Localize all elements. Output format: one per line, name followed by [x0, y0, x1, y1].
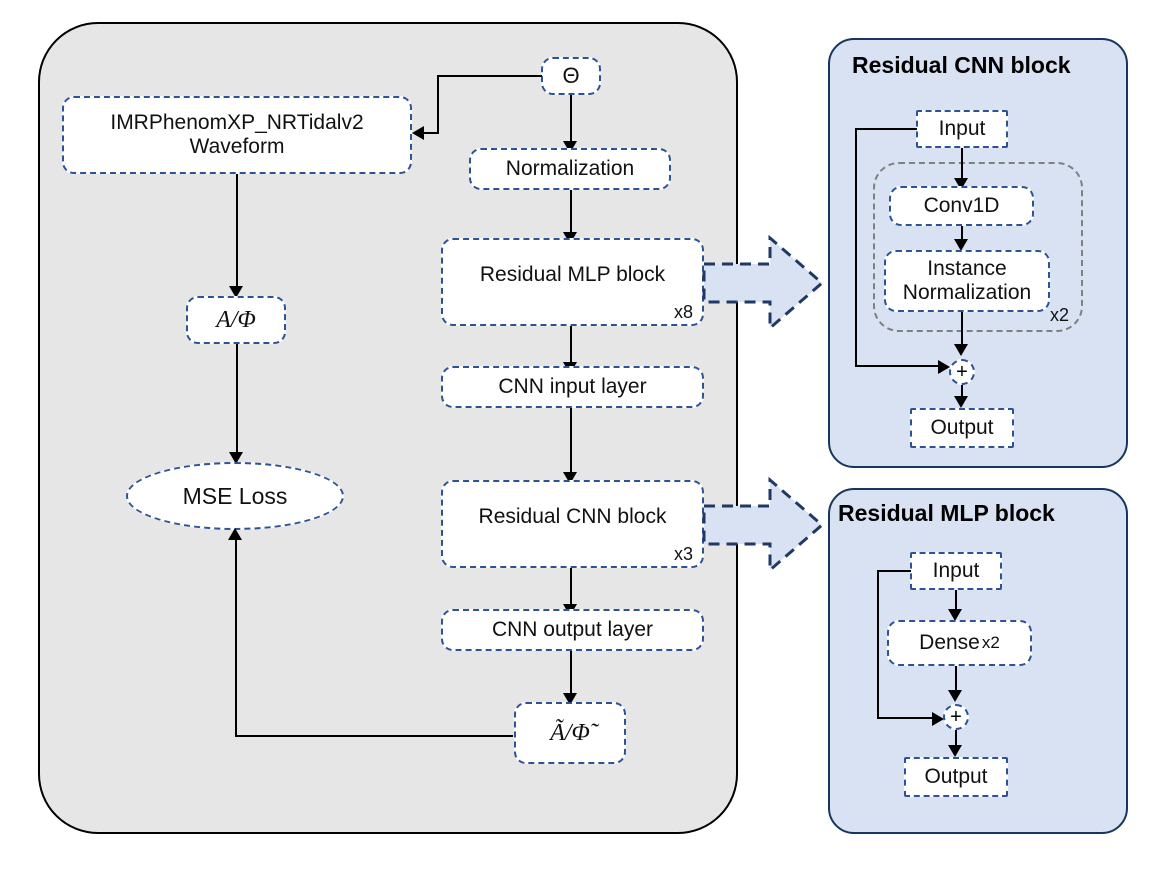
amp-to-loss-line [236, 344, 238, 454]
instance-normalization-label-line1: Instance [927, 257, 1007, 281]
mlp-sum-symbol: + [950, 706, 962, 728]
conv1d-node[interactable]: Conv1D [889, 186, 1034, 226]
cnn-block-to-cnn-output-line [570, 568, 572, 606]
mlp-sum-node[interactable]: + [943, 704, 969, 730]
instance-normalization-node[interactable]: Instance Normalization [884, 250, 1050, 312]
cnn-repeat-group [873, 162, 1083, 332]
dense-node[interactable]: Dense x2 [887, 620, 1032, 666]
mlp-panel-output-label: Output [924, 765, 988, 789]
waveform-to-amp-line [236, 174, 238, 288]
dense-to-sum-arrowhead [948, 690, 962, 702]
cnn-sum-symbol: + [956, 361, 968, 383]
instnorm-to-sum-arrowhead [954, 344, 968, 356]
waveform-label-line2: Waveform [189, 135, 285, 158]
cnn-skip-horizontal-bottom [855, 365, 940, 367]
cnn-panel-output-label: Output [930, 416, 994, 440]
waveform-label-line1: IMRPhenomXP_NRTidalv2 [110, 111, 364, 135]
prediction-feedback-vertical [235, 540, 237, 736]
normalization-to-mlp-line [570, 190, 572, 234]
cnn-output-to-prediction-line [570, 651, 572, 697]
cnn-skip-arrowhead [938, 360, 950, 374]
residual-cnn-block-node[interactable]: Residual CNN block x3 [441, 480, 704, 568]
conv-to-instnorm-arrowhead [954, 239, 968, 251]
conv1d-label: Conv1D [923, 194, 1000, 218]
mlp-panel-input-node[interactable]: Input [910, 552, 1002, 590]
cnn-output-layer-node[interactable]: CNN output layer [441, 609, 704, 651]
mse-loss-label: MSE Loss [182, 482, 288, 509]
residual-cnn-block-label: Residual CNN block [478, 505, 667, 529]
normalization-label: Normalization [505, 157, 635, 181]
waveform-node[interactable]: IMRPhenomXP_NRTidalv2 Waveform [62, 96, 412, 174]
amp-to-loss-arrowhead [229, 452, 243, 464]
mse-loss-node[interactable]: MSE Loss [126, 462, 344, 530]
mlp-skip-horizontal-top [877, 570, 911, 572]
dense-to-sum-line [955, 666, 957, 692]
prediction-feedback-arrowhead [228, 528, 242, 540]
target-amp-phase-label: A/Φ [216, 306, 256, 333]
mlp-input-to-dense-line [955, 590, 957, 612]
theta-to-normalization-line [570, 95, 572, 143]
residual-cnn-block-multiplier: x3 [673, 543, 693, 564]
target-amp-phase-node[interactable]: A/Φ [186, 296, 286, 344]
cnn-input-to-conv-line [961, 148, 963, 180]
mlp-panel-input-label: Input [932, 559, 980, 583]
dense-label: Dense [919, 631, 980, 655]
residual-mlp-block-label: Residual MLP block [479, 263, 666, 287]
mlp-sum-to-output-arrowhead [948, 745, 962, 757]
mlp-skip-vertical [877, 570, 879, 718]
cnn-repeat-group-multiplier: x2 [1050, 305, 1070, 325]
mlp-sum-to-output-line [955, 730, 957, 748]
predicted-amp-phase-node[interactable]: Ã/Φ̃ [514, 702, 626, 764]
residual-mlp-block-node[interactable]: Residual MLP block x8 [441, 238, 704, 326]
mlp-input-to-dense-arrowhead [948, 609, 962, 621]
cnn-skip-vertical [855, 128, 857, 366]
cnn-input-to-cnn-block-line [570, 408, 572, 474]
waveform-to-amp-arrowhead [229, 286, 243, 298]
mlp-skip-arrowhead [932, 712, 944, 726]
residual-mlp-block-multiplier: x8 [673, 301, 693, 322]
cnn-input-layer-label: CNN input layer [498, 375, 647, 399]
cnn-output-layer-label: CNN output layer [491, 618, 654, 642]
mlp-panel-output-node[interactable]: Output [904, 757, 1008, 797]
mlp-to-cnn-input-line [570, 326, 572, 364]
theta-node[interactable]: Θ [541, 57, 601, 95]
cnn-panel-output-node[interactable]: Output [910, 408, 1014, 448]
mlp-skip-horizontal-bottom [877, 717, 934, 719]
residual-mlp-panel-title: Residual MLP block [838, 500, 1055, 526]
predicted-amp-phase-label: Ã/Φ̃ [550, 719, 590, 746]
residual-cnn-panel-title: Residual CNN block [852, 52, 1071, 78]
cnn-input-layer-node[interactable]: CNN input layer [441, 366, 704, 408]
theta-label: Θ [562, 62, 580, 88]
cnn-panel-input-label: Input [938, 117, 986, 141]
cnn-sum-to-output-arrowhead [954, 396, 968, 408]
theta-to-waveform-vertical [437, 75, 439, 133]
dense-multiplier: x2 [981, 633, 1000, 653]
cnn-skip-horizontal-top [855, 128, 917, 130]
normalization-node[interactable]: Normalization [469, 148, 671, 190]
prediction-feedback-horizontal [235, 735, 513, 737]
theta-to-waveform-arrowhead [412, 126, 424, 140]
cnn-sum-node[interactable]: + [949, 359, 975, 385]
instnorm-to-sum-line [961, 312, 963, 348]
theta-to-waveform-horizontal2 [424, 132, 439, 134]
cnn-panel-input-node[interactable]: Input [916, 110, 1008, 148]
instance-normalization-label-line2: Normalization [902, 281, 1032, 304]
cnn-sum-to-output-line [961, 385, 963, 399]
conv-to-instnorm-line [961, 226, 963, 242]
theta-to-waveform-horizontal [437, 75, 542, 77]
